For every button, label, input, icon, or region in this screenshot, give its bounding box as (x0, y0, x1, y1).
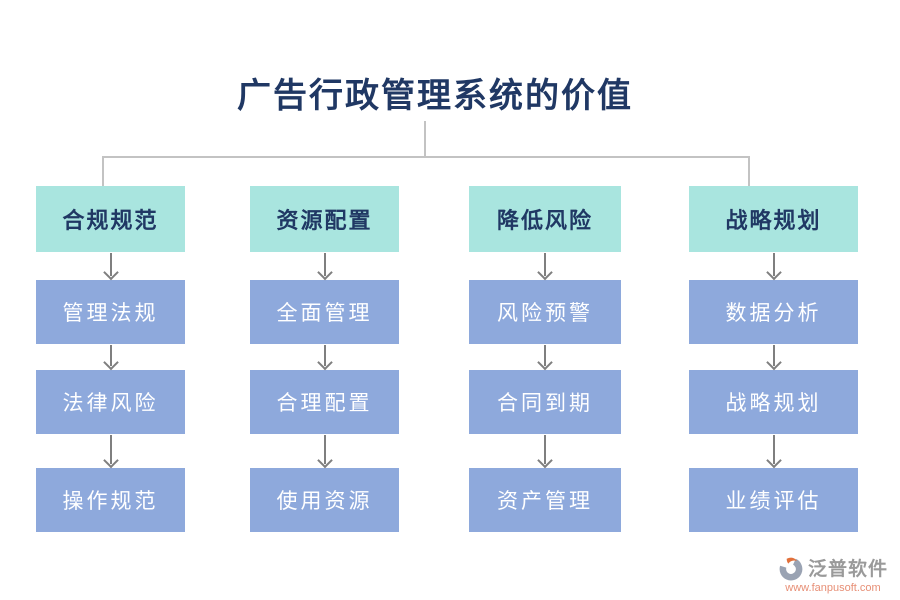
column-header-label: 降低风险 (496, 208, 593, 234)
value-box: 风险预警 (469, 280, 621, 344)
down-arrow-icon (469, 252, 621, 280)
column-header: 合规规范 (36, 186, 185, 252)
watermark-brand: 泛普软件 (807, 558, 888, 580)
down-arrow-icon (36, 434, 185, 468)
value-box-label: 管理法规 (62, 301, 159, 325)
column-header: 降低风险 (469, 186, 621, 252)
watermark: 泛普软件 www.fanpusoft.com (778, 554, 888, 594)
value-box-label: 风险预警 (497, 301, 593, 325)
value-box-label: 数据分析 (725, 301, 822, 325)
value-box-label: 合同到期 (497, 391, 593, 415)
watermark-url: www.fanpusoft.com (785, 582, 881, 594)
down-arrow-icon (36, 344, 185, 370)
column-header: 战略规划 (689, 186, 858, 252)
value-box: 法律风险 (36, 370, 185, 434)
down-arrow-icon (689, 252, 858, 280)
down-arrow-icon (689, 434, 858, 468)
down-arrow-icon (250, 252, 399, 280)
down-arrow-icon (250, 434, 399, 468)
value-column: 合规规范 管理法规 法律风险 操作规范 (36, 186, 185, 532)
column-header-label: 战略规划 (725, 208, 822, 234)
value-box: 战略规划 (689, 370, 858, 434)
watermark-row: 泛普软件 (778, 554, 888, 581)
value-box: 资产管理 (469, 468, 621, 532)
connector-title-stem (424, 121, 426, 157)
value-box-label: 战略规划 (725, 391, 822, 415)
value-box-label: 合理配置 (276, 391, 373, 415)
down-arrow-icon (250, 344, 399, 370)
value-box-label: 业绩评估 (725, 489, 822, 513)
value-box: 数据分析 (689, 280, 858, 344)
page-title: 广告行政管理系统的价值 (237, 76, 633, 116)
column-header-label: 资源配置 (276, 208, 373, 234)
value-box: 操作规范 (36, 468, 185, 532)
value-box: 合同到期 (469, 370, 621, 434)
column-header: 资源配置 (250, 186, 399, 252)
column-header-label: 合规规范 (62, 208, 159, 234)
value-column: 资源配置 全面管理 合理配置 使用资源 (250, 186, 399, 532)
connector-drop-right (748, 156, 750, 187)
value-box: 业绩评估 (689, 468, 858, 532)
value-column: 战略规划 数据分析 战略规划 业绩评估 (689, 186, 858, 532)
fanpu-logo-icon (779, 557, 803, 580)
value-box: 使用资源 (250, 468, 399, 532)
value-box-label: 操作规范 (62, 489, 159, 513)
down-arrow-icon (469, 344, 621, 370)
value-box-label: 使用资源 (276, 489, 373, 513)
value-box-label: 资产管理 (497, 489, 593, 513)
value-box-label: 法律风险 (62, 391, 159, 415)
value-box: 管理法规 (36, 280, 185, 344)
down-arrow-icon (689, 344, 858, 370)
connector-drop-left (102, 156, 104, 187)
connector-horizontal-bar (102, 156, 750, 158)
down-arrow-icon (469, 434, 621, 468)
down-arrow-icon (36, 252, 185, 280)
value-box-label: 全面管理 (276, 301, 373, 325)
value-box: 合理配置 (250, 370, 399, 434)
value-column: 降低风险 风险预警 合同到期 资产管理 (469, 186, 621, 532)
value-box: 全面管理 (250, 280, 399, 344)
